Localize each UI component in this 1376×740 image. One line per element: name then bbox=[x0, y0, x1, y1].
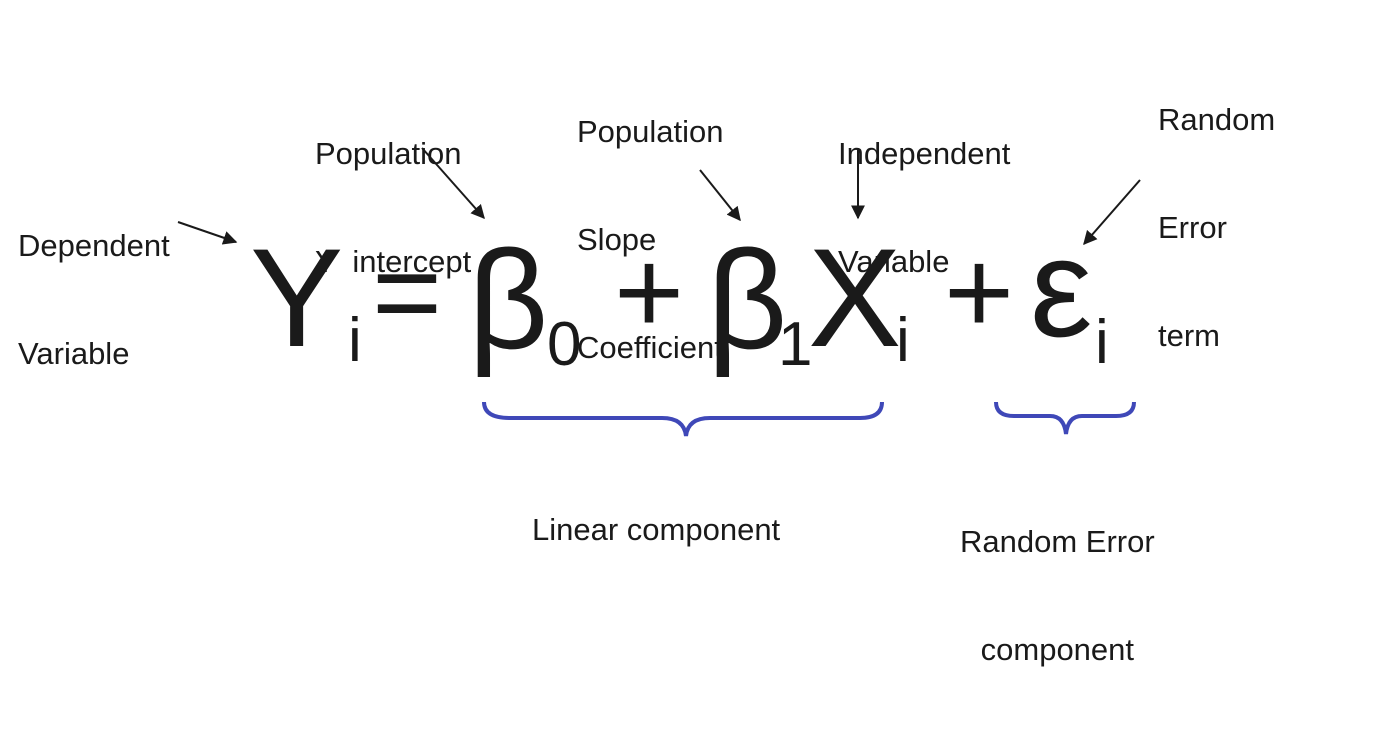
regression-equation: Y i = β 0 + β 1 X i + ε i bbox=[0, 208, 1376, 408]
error-subscript: i bbox=[1095, 308, 1109, 377]
intercept-arrow bbox=[421, 147, 485, 220]
population-slope-coefficient-label: Population Slope Coefficient bbox=[577, 114, 724, 365]
random-error-term-label: Random Error term bbox=[1158, 102, 1276, 353]
annotation-overlay bbox=[177, 147, 1141, 437]
linear-component-brace bbox=[482, 401, 884, 437]
slope-symbol: β bbox=[707, 221, 788, 378]
dependent-variable-symbol: Y bbox=[250, 219, 344, 376]
random-error-brace bbox=[994, 401, 1136, 435]
dependent-variable-subscript: i bbox=[348, 306, 362, 375]
independent-variable-symbol: X bbox=[808, 219, 902, 376]
dependent-variable-label: Dependent Variable bbox=[18, 228, 170, 371]
slope-arrow bbox=[699, 169, 741, 222]
intercept-subscript: 0 bbox=[547, 310, 582, 379]
regression-equation-diagram: Dependent Variable Population Y intercep… bbox=[0, 102, 1376, 667]
slope-subscript: 1 bbox=[778, 310, 813, 379]
error-symbol: ε bbox=[1030, 209, 1093, 366]
equals-sign: = bbox=[372, 225, 443, 359]
plus-sign: + bbox=[944, 225, 1015, 359]
intercept-symbol: β bbox=[468, 221, 549, 378]
independent-variable-subscript: i bbox=[896, 306, 910, 375]
error-term-arrow bbox=[1083, 179, 1141, 246]
plus-sign: + bbox=[614, 225, 685, 359]
dependent-arrow bbox=[177, 221, 238, 245]
independent-variable-label: Independent Variable bbox=[838, 136, 1011, 279]
